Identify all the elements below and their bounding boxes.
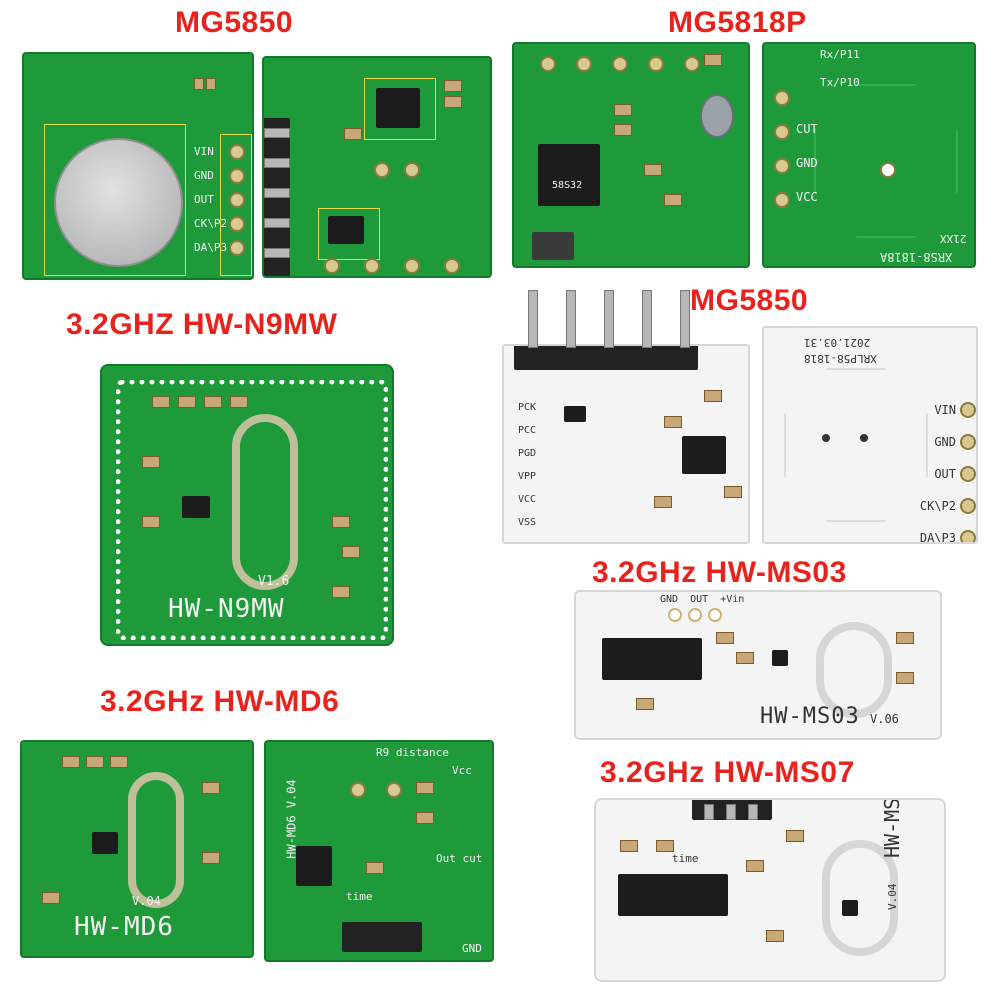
hw-n9mw-board: V1.6 HW-N9MW (100, 364, 394, 646)
mg5850-component-board (262, 56, 492, 278)
ms07-ic (618, 874, 728, 916)
title-mg5850-top: MG5850 (175, 6, 294, 39)
mg5850-white-antenna-board: 2021.03.31 XRLP58-1818 VIN GND OUT CK\P2… (762, 326, 978, 544)
pin-label-rx: Rx/P11 (820, 48, 860, 61)
ms07-version: V.04 (886, 883, 899, 911)
md6-time-label: time (346, 890, 373, 903)
mg5850-pin-labels: VIN GND OUT CK\P2 DA\P3 (194, 145, 228, 254)
mg5850-antenna-board: VIN GND OUT CK\P2 DA\P3 (22, 52, 254, 280)
hw-ms03-board: GND OUT +Vin HW-MS03 V.06 (574, 590, 942, 740)
ms07-label: HW-MS07 (880, 798, 904, 858)
white-model: XRLP58-1818 (804, 352, 877, 365)
white-pin-labels: VIN GND OUT CK\P2 DA\P3 (919, 403, 956, 544)
mg5818p-chip: 58S32 (538, 144, 600, 206)
md6-antenna (128, 772, 184, 908)
mg5818p-component-board: 58S32 (512, 42, 750, 268)
md6-label: HW-MD6 (74, 912, 174, 942)
pin-label-gnd: GND (796, 156, 818, 170)
radar-disc (54, 138, 183, 267)
regulator-chip (328, 216, 364, 244)
pin-label-cut: CUT (796, 122, 818, 136)
title-hw-md6: 3.2GHz HW-MD6 (100, 685, 340, 718)
mg5850-white-component-board: PCK PCC PGD VPP VCC VSS (502, 344, 750, 544)
md6-version: V.04 (132, 894, 161, 908)
n9mw-version: V1.6 (258, 574, 290, 589)
small-chip (532, 232, 574, 260)
ms07-time-label: time (672, 852, 699, 865)
title-mg5818p: MG5818P (668, 6, 807, 39)
ms03-version: V.06 (870, 712, 899, 726)
md6-out-label: Out cut (436, 852, 483, 865)
title-hw-ms07: 3.2GHz HW-MS07 (600, 756, 855, 789)
title-hw-n9mw: 3.2GHZ HW-N9MW (66, 308, 338, 341)
ms03-pin-labels: GND OUT +Vin (660, 594, 745, 605)
ms03-ic (602, 638, 702, 680)
transistor-q1 (182, 496, 210, 518)
ms03-label: HW-MS03 (760, 704, 860, 729)
title-hw-ms03: 3.2GHz HW-MS03 (592, 556, 847, 589)
hw-ms07-board: time HW-MS07 V.04 (594, 798, 946, 982)
md6-gnd-label: GND (462, 942, 482, 955)
md6-transistor (92, 832, 118, 854)
white-mcu-chip (682, 436, 726, 474)
pin-label-vcc: VCC (796, 190, 818, 204)
md6-vcc-label: Vcc (452, 764, 472, 777)
board-code: 21XX (940, 232, 967, 245)
md6-regulator (296, 846, 332, 886)
n9mw-label: HW-N9MW (168, 594, 285, 624)
mcu-chip (376, 88, 420, 128)
hw-md6-board-front: V.04 HW-MD6 (20, 740, 254, 958)
mg5818p-antenna-board: Rx/P11 Tx/P10 CUT GND VCC 21XX XRS8-1818… (762, 42, 976, 268)
md6-distance-label: R9 distance (376, 746, 449, 759)
pin-label-tx: Tx/P10 (820, 76, 860, 89)
white-left-pin-labels: PCK PCC PGD VPP VCC VSS (518, 402, 537, 528)
antenna-trace (232, 414, 298, 590)
white-date: 2021.03.31 (804, 336, 871, 349)
board-model: XRS8-1818A (880, 250, 953, 264)
crystal (700, 94, 734, 138)
title-mg5850-white: MG5850 (690, 284, 809, 317)
hw-md6-board-back: R9 distance Vcc HW-MD6 V.04 Out cut time… (264, 740, 494, 962)
